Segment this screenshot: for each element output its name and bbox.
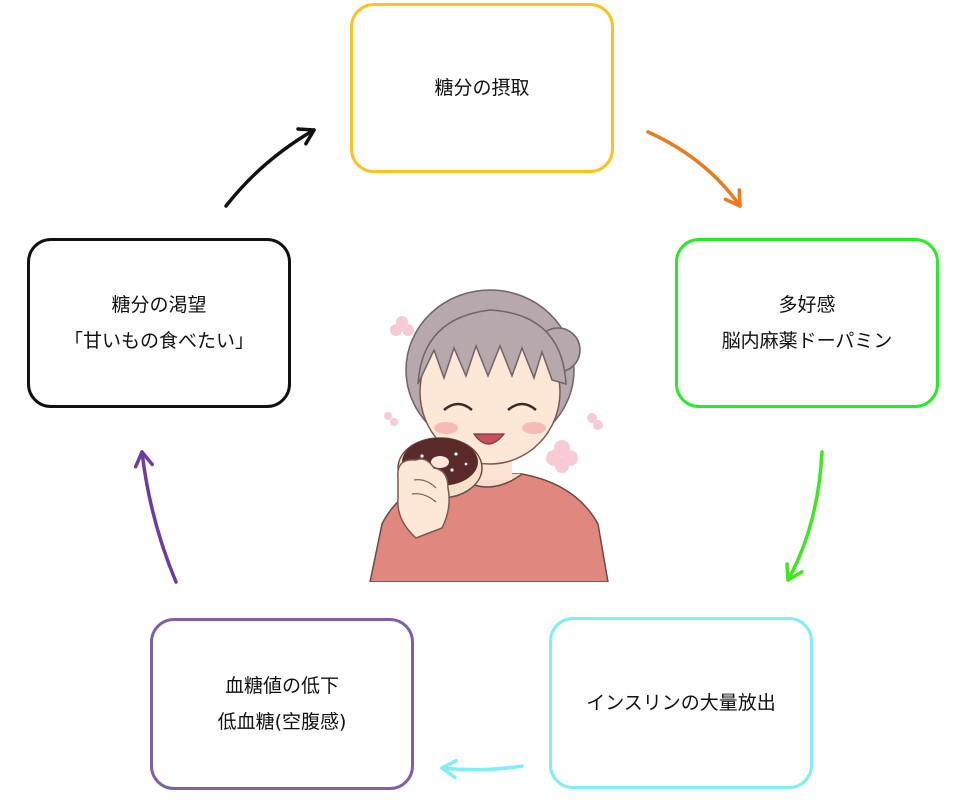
node-sugar-intake-line-1: 糖分の摂取 (434, 77, 530, 99)
arrowhead-lowsugar-craving (133, 450, 154, 469)
node-low-blood-sugar-line-2: 低血糖(空腹感) (217, 711, 347, 733)
node-sugar-craving: 糖分の渇望 「甘いもの食べたい」 (27, 238, 291, 408)
arrow-dopamine-insulin (786, 450, 824, 582)
node-insulin-line-1: インスリンの大量放出 (586, 692, 776, 714)
arrowhead-intake-dopamine (723, 188, 742, 208)
arrow-intake-dopamine (646, 130, 742, 208)
arrow-lowsugar-craving (140, 450, 178, 584)
node-dopamine-line-2: 脳内麻薬ドーパミン (721, 330, 893, 352)
node-sugar-intake: 糖分の摂取 (350, 3, 614, 173)
node-low-blood-sugar: 血糖値の低下 低血糖(空腹感) (150, 618, 414, 790)
node-sugar-craving-line-1: 糖分の渇望 (111, 294, 207, 316)
arrowhead-insulin-lowsugar (440, 758, 458, 780)
arrowhead-dopamine-insulin (785, 562, 804, 582)
node-dopamine-line-1: 多好感 (778, 294, 836, 316)
node-dopamine: 多好感 脳内麻薬ドーパミン (675, 238, 939, 408)
node-low-blood-sugar-line-1: 血糖値の低下 (224, 675, 339, 697)
arrow-insulin-lowsugar (440, 764, 524, 772)
node-insulin-release: インスリンの大量放出 (549, 617, 813, 789)
node-sugar-craving-line-2: 「甘いもの食べたい」 (63, 330, 254, 352)
woman-eating-donut-icon (369, 289, 609, 582)
sakura-icon (384, 316, 603, 473)
arrow-craving-intake (224, 128, 316, 208)
arrowhead-craving-intake (296, 127, 316, 146)
